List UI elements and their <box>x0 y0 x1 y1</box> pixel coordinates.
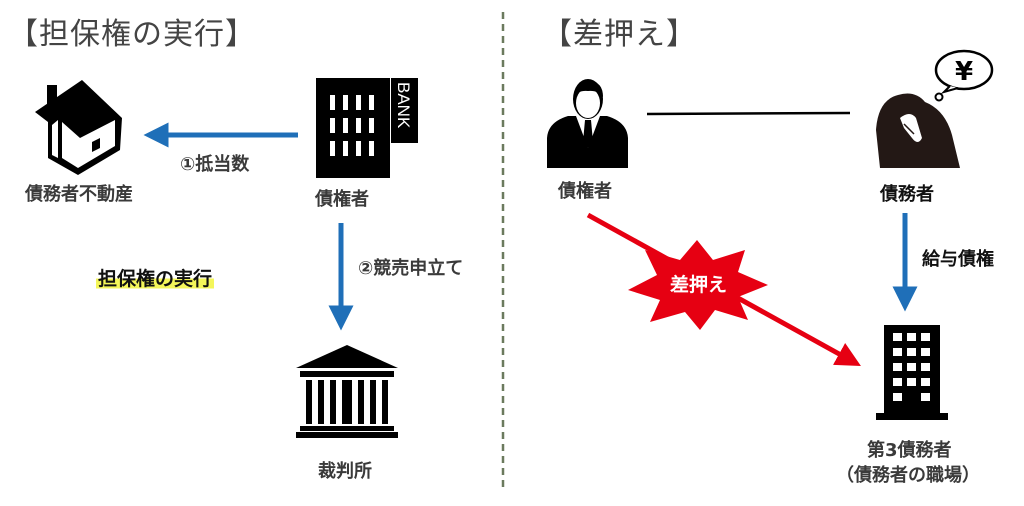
bank-sign: BANK <box>394 82 413 129</box>
yen-icon: ¥ <box>955 57 973 87</box>
bank-building-icon: BANK <box>316 78 418 178</box>
relationship-line <box>646 111 851 116</box>
court-label: 裁判所 <box>318 461 372 482</box>
right-section-title: 【差押え】 <box>542 17 697 52</box>
creditor-label-right: 債権者 <box>558 181 612 202</box>
third-debtor-note: （債務者の職場） <box>836 465 980 486</box>
third-debtor-label: 第3債務者 <box>867 440 952 461</box>
creditor-label-left: 債権者 <box>315 189 369 210</box>
workplace-building-icon <box>876 325 948 420</box>
seizure-starburst <box>628 240 768 330</box>
highlight-label: 担保権の実行 <box>96 268 215 291</box>
left-section-title: 【担保権の実行】 <box>8 17 256 52</box>
debtor-label: 債務者 <box>880 184 934 205</box>
debtor-distressed-icon <box>876 93 960 168</box>
creditor-person-icon <box>547 79 628 168</box>
thought-bubble-icon: ¥ <box>934 49 994 102</box>
house-icon <box>35 80 122 175</box>
seizure-label: 差押え <box>670 274 728 296</box>
courthouse-icon <box>296 345 398 438</box>
salary-claim-label: 給与債権 <box>922 249 994 270</box>
mortgage-label: ①抵当数 <box>180 154 250 175</box>
auction-label: ②競売申立て <box>358 258 464 279</box>
property-label: 債務者不動産 <box>25 184 133 205</box>
